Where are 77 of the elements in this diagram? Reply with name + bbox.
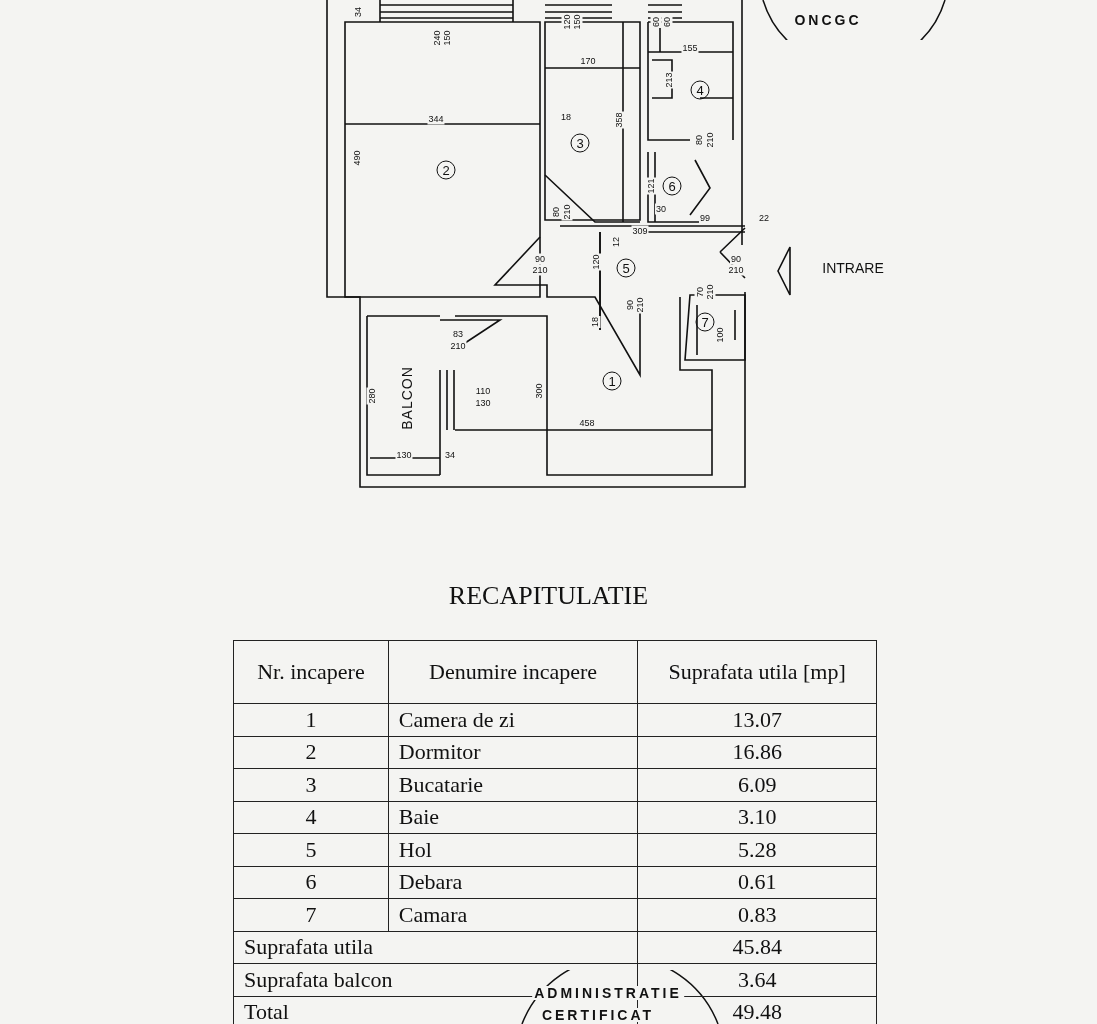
dimension-label: 170 — [579, 55, 597, 67]
room-number: 3 — [305, 771, 317, 797]
dimension-label: 60 — [650, 16, 662, 28]
room-name: Hol — [398, 836, 432, 862]
dimension-label: 34 — [444, 449, 456, 461]
room-name: Dormitor — [398, 739, 481, 765]
area-value: 3.10 — [737, 804, 777, 830]
dimension-label: 358 — [613, 111, 625, 129]
section-title: RECAPITULATIE — [448, 580, 649, 612]
area-value: 13.07 — [732, 706, 782, 732]
dimension-label: 458 — [578, 417, 596, 429]
dimension-label: 210 — [449, 340, 467, 352]
dimension-label: 60 — [661, 16, 673, 28]
total-label: Suprafata balcon — [244, 966, 393, 992]
room-number: 7 — [305, 901, 317, 927]
dimension-label: 100 — [714, 326, 726, 344]
dimension-label: 210 — [531, 264, 549, 276]
dimension-label: 300 — [533, 382, 545, 400]
dimension-label: 210 — [634, 296, 646, 314]
area-value: 6.09 — [737, 771, 777, 797]
room-name: Bucatarie — [398, 771, 484, 797]
dimension-label: 90 — [730, 253, 742, 265]
dimension-label: 210 — [727, 264, 745, 276]
dimension-label: 120 — [561, 13, 573, 31]
dimension-label: 34 — [352, 6, 364, 18]
stamp-text: ADMINISTRATIE — [532, 986, 684, 1000]
column-header: Denumire incapere — [429, 659, 598, 685]
total-label: Total — [244, 999, 289, 1024]
dimension-label: 90 — [624, 299, 636, 311]
dimension-label: 120 — [590, 253, 602, 271]
area-value: 0.61 — [737, 869, 777, 895]
dimension-label: 121 — [645, 177, 657, 195]
total-label: Suprafata utila — [244, 934, 373, 960]
dimension-label: 280 — [366, 387, 378, 405]
dimension-label: 130 — [395, 449, 413, 461]
area-value: 3.64 — [737, 966, 777, 992]
dimension-label: 80 — [693, 134, 705, 146]
dimension-label: 210 — [704, 131, 716, 149]
dimension-label: 240 — [431, 29, 443, 47]
entrance-label: INTRARE — [822, 261, 884, 275]
column-header: Nr. incapere — [257, 659, 365, 685]
dimension-label: 210 — [561, 203, 573, 221]
dimension-label: 210 — [704, 283, 716, 301]
dimension-label: 309 — [631, 225, 649, 237]
room-name: Baie — [398, 804, 440, 830]
room-name: Camera de zi — [398, 706, 515, 732]
area-value: 45.84 — [732, 934, 782, 960]
room-number: 5 — [305, 836, 317, 862]
dimension-label: 110 — [474, 385, 492, 397]
dimension-label: 150 — [441, 29, 453, 47]
dimension-label: 490 — [351, 149, 363, 167]
room-number: 6 — [305, 869, 317, 895]
area-value: 0.83 — [737, 901, 777, 927]
dimension-label: 213 — [663, 71, 675, 89]
dimension-label: 344 — [427, 113, 445, 125]
dimension-label: 83 — [452, 328, 464, 340]
dimension-label: 99 — [699, 212, 711, 224]
dimension-label: 90 — [534, 253, 546, 265]
dimension-label: 150 — [571, 13, 583, 31]
room-number: 1 — [305, 706, 317, 732]
dimension-label: 22 — [758, 212, 770, 224]
column-header: Suprafata utila [mp] — [668, 659, 846, 685]
dimension-label: 80 — [550, 206, 562, 218]
dimension-label: 18 — [560, 111, 572, 123]
area-value: 49.48 — [732, 999, 782, 1024]
area-value: 16.86 — [732, 739, 782, 765]
dimension-label: 18 — [589, 316, 601, 328]
room-number: 2 — [305, 739, 317, 765]
dimension-label: 12 — [610, 236, 622, 248]
room-name: Camara — [398, 901, 468, 927]
area-value: 5.28 — [737, 836, 777, 862]
dimension-label: 155 — [681, 42, 699, 54]
dimension-label: 130 — [474, 397, 492, 409]
room-number: 4 — [305, 804, 317, 830]
room-label: BALCON — [400, 366, 414, 430]
room-name: Debara — [398, 869, 463, 895]
dimension-label: 30 — [655, 203, 667, 215]
